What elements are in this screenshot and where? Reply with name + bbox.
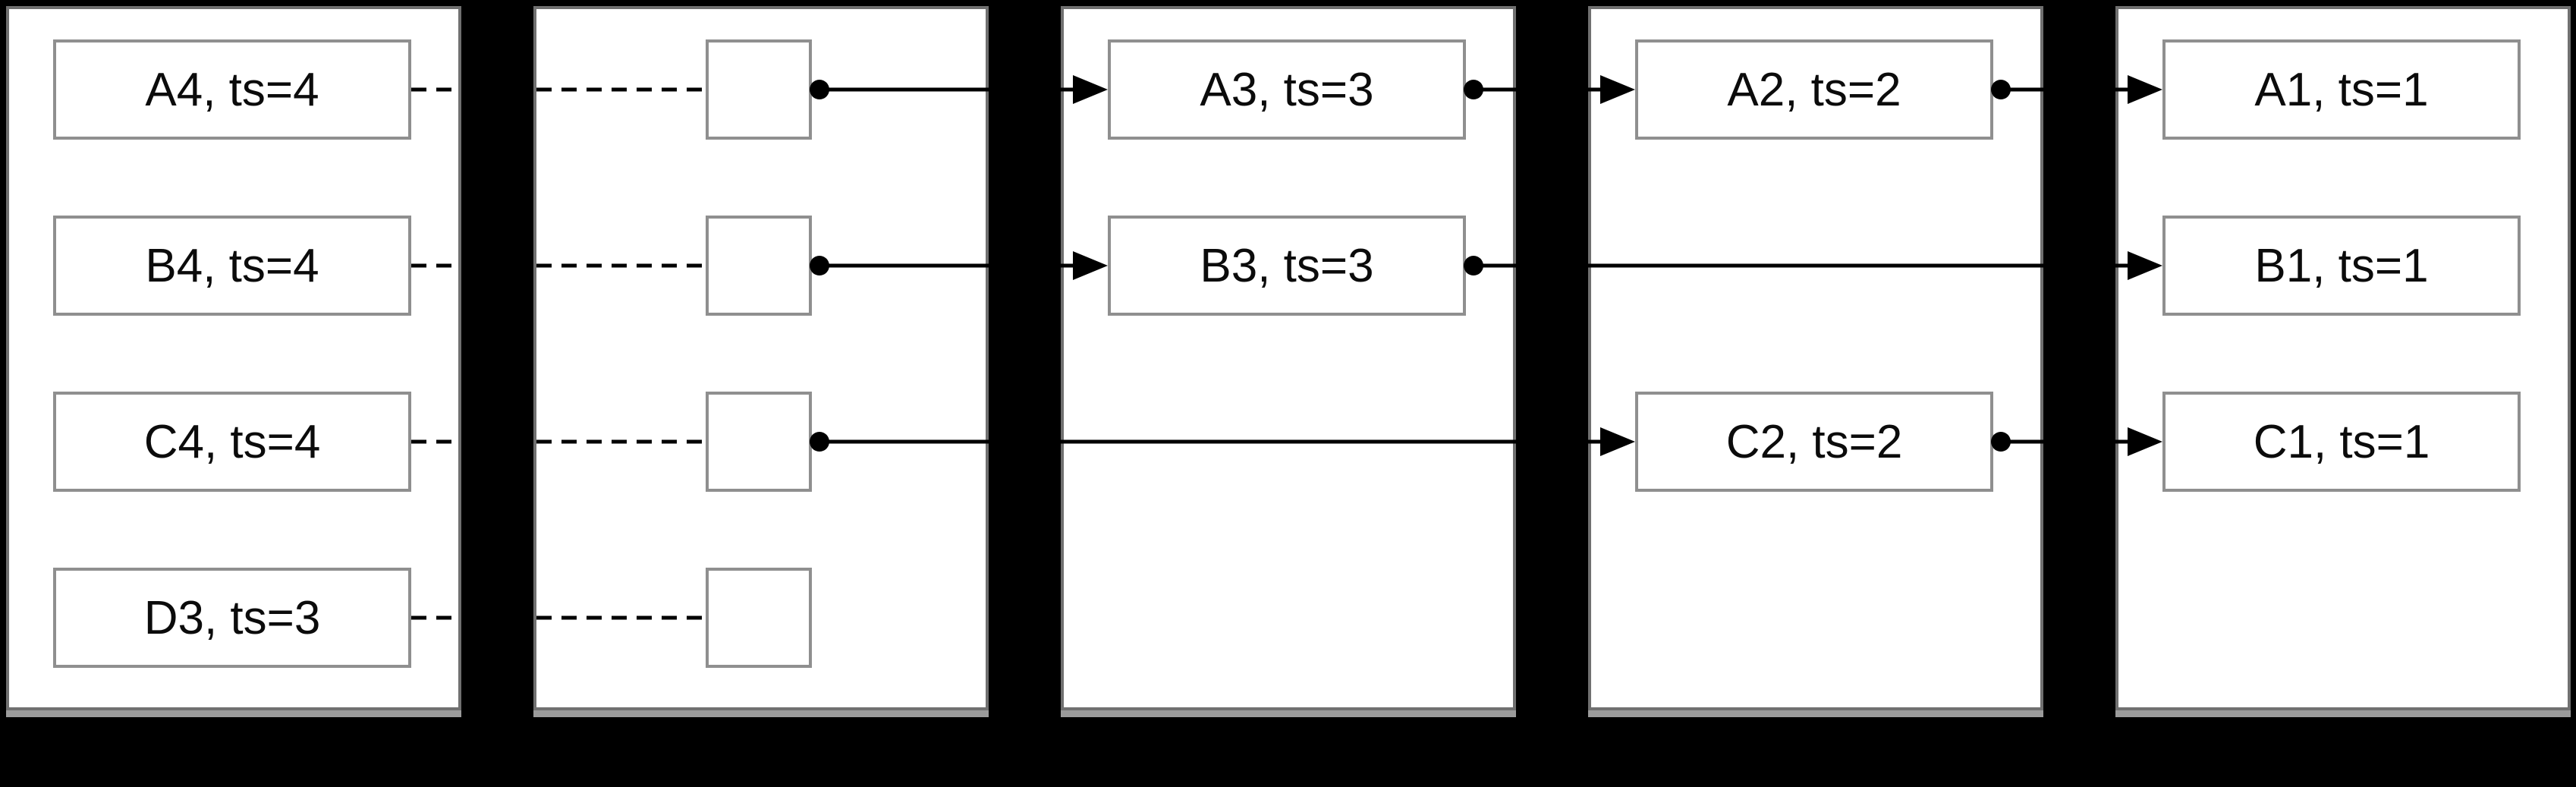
record-box-b1: B1, ts=1 — [2162, 216, 2521, 316]
square-row-d — [706, 568, 812, 668]
record-box-b3: B3, ts=3 — [1108, 216, 1466, 316]
square-row-a — [706, 39, 812, 140]
record-box-a4: A4, ts=4 — [53, 39, 411, 140]
record-box-d3: D3, ts=3 — [53, 568, 411, 668]
panel-3: A3, ts=3 B3, ts=3 — [1061, 6, 1516, 710]
panel-4: A2, ts=2 C2, ts=2 — [1588, 6, 2043, 710]
panel-1: A4, ts=4 B4, ts=4 C4, ts=4 D3, ts=3 — [6, 6, 461, 710]
record-box-b4: B4, ts=4 — [53, 216, 411, 316]
record-box-a2: A2, ts=2 — [1635, 39, 1993, 140]
panel-2 — [533, 6, 989, 710]
record-box-c4: C4, ts=4 — [53, 392, 411, 492]
record-box-c1: C1, ts=1 — [2162, 392, 2521, 492]
record-box-a3: A3, ts=3 — [1108, 39, 1466, 140]
record-box-a1: A1, ts=1 — [2162, 39, 2521, 140]
square-row-b — [706, 216, 812, 316]
square-row-c — [706, 392, 812, 492]
record-box-c2: C2, ts=2 — [1635, 392, 1993, 492]
panel-5: A1, ts=1 B1, ts=1 C1, ts=1 — [2115, 6, 2571, 710]
